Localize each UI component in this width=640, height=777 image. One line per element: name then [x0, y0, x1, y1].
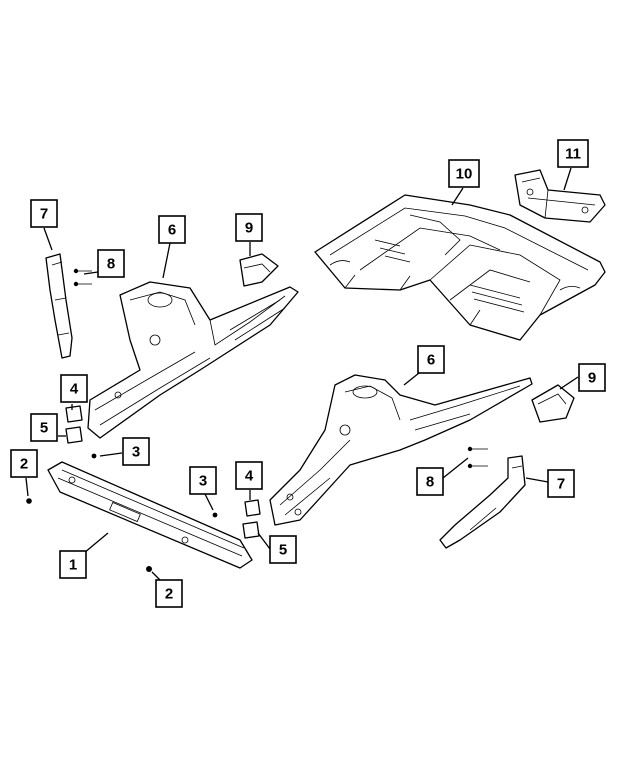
svg-text:6: 6	[427, 352, 435, 369]
bumper-beam-part	[47, 461, 253, 569]
left-clip-part	[91, 453, 97, 459]
callout-3-mid: 3	[189, 466, 217, 495]
svg-text:11: 11	[565, 146, 581, 163]
svg-text:2: 2	[20, 456, 28, 473]
svg-text:8: 8	[107, 256, 115, 273]
left-mount-blocks-part	[65, 405, 83, 444]
svg-text:6: 6	[168, 222, 176, 239]
callout-9-left: 9	[235, 213, 263, 242]
svg-text:5: 5	[40, 420, 48, 437]
svg-text:4: 4	[245, 468, 254, 485]
svg-text:7: 7	[557, 476, 565, 493]
callout-2-left: 2	[10, 449, 38, 478]
callout-7-left: 7	[30, 199, 58, 228]
callout-9-right: 9	[578, 363, 606, 392]
svg-text:3: 3	[199, 473, 207, 490]
left-rail-extension-part	[45, 253, 73, 359]
mid-mount-blocks-part	[242, 499, 261, 539]
rear-crossmember-part	[514, 169, 606, 223]
floor-pan-part	[314, 194, 606, 341]
svg-text:7: 7	[40, 206, 48, 223]
callout-4-left: 4	[60, 374, 88, 403]
svg-text:2: 2	[165, 586, 173, 603]
svg-text:8: 8	[426, 474, 434, 491]
svg-text:1: 1	[69, 557, 77, 574]
left-nut-part	[26, 498, 32, 504]
left-frame-rail-part	[87, 281, 299, 439]
left-bolts-part	[73, 268, 92, 287]
svg-text:5: 5	[279, 542, 287, 559]
mid-clip-part	[212, 512, 218, 518]
callout-5-mid: 5	[269, 535, 297, 564]
callout-4-mid: 4	[235, 461, 263, 490]
callout-7-right: 7	[547, 469, 575, 498]
bottom-nut-part	[146, 566, 152, 572]
right-rail-extension-part	[439, 455, 526, 549]
callout-3-left: 3	[122, 437, 150, 466]
right-bracket-part	[531, 384, 575, 423]
callout-6-left: 6	[158, 215, 186, 244]
svg-text:3: 3	[132, 444, 140, 461]
right-frame-rail-part	[269, 374, 533, 526]
svg-text:4: 4	[70, 381, 79, 398]
svg-text:9: 9	[245, 220, 253, 237]
svg-text:9: 9	[588, 370, 596, 387]
callout-1: 1	[59, 550, 87, 579]
callout-8-left: 8	[97, 249, 125, 278]
callout-10: 10	[448, 159, 480, 188]
left-bracket-part	[239, 253, 279, 287]
callout-11: 11	[557, 139, 589, 168]
right-bolts-part	[467, 446, 488, 469]
callout-5-left: 5	[30, 413, 58, 442]
svg-text:10: 10	[456, 166, 473, 183]
callout-6-right: 6	[417, 345, 445, 374]
callout-8-right: 8	[416, 467, 444, 496]
callout-2-bottom: 2	[155, 579, 183, 608]
